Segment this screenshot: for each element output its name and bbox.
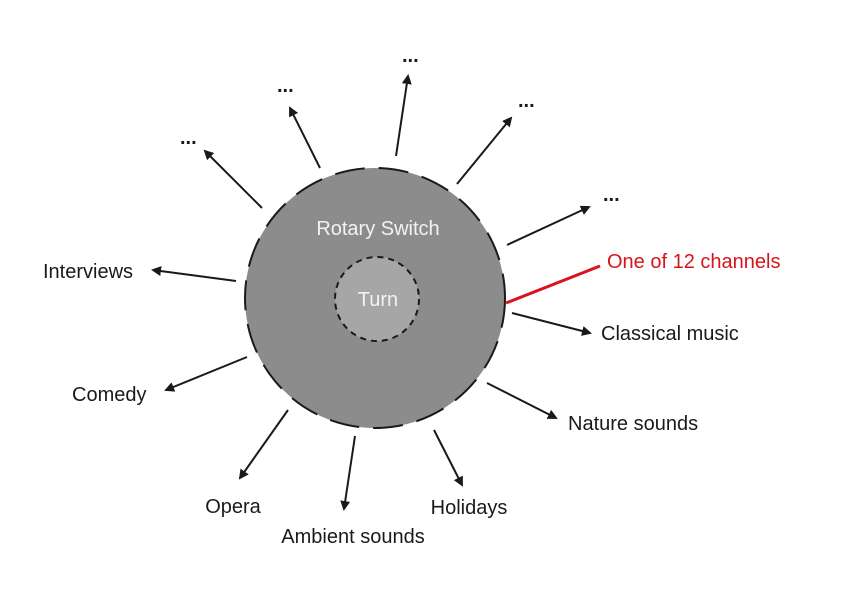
arrow-more-5 bbox=[506, 205, 591, 246]
channel-label-holidays: Holidays bbox=[431, 497, 508, 519]
channel-label-classical: Classical music bbox=[601, 323, 739, 345]
channel-label-comedy: Comedy bbox=[72, 384, 146, 406]
arrow-classical bbox=[511, 312, 592, 336]
channel-label-nature: Nature sounds bbox=[568, 413, 698, 435]
channel-label-more-4: ... bbox=[518, 90, 535, 112]
arrow-nature bbox=[486, 382, 558, 419]
arrow-more-4 bbox=[456, 116, 513, 185]
channel-label-interviews: Interviews bbox=[43, 261, 133, 283]
arrow-more-1 bbox=[203, 149, 263, 209]
arrow-more-3 bbox=[395, 74, 412, 157]
arrow-interviews bbox=[151, 266, 237, 282]
channel-label-more-3: ... bbox=[402, 45, 419, 67]
arrow-more-2 bbox=[289, 106, 321, 169]
turn-knob[interactable] bbox=[334, 256, 420, 342]
channel-label-opera: Opera bbox=[205, 496, 261, 518]
channel-label-more-5: ... bbox=[603, 184, 620, 206]
callout-line bbox=[505, 264, 601, 305]
arrow-ambient bbox=[340, 435, 356, 511]
channel-arrows bbox=[151, 74, 592, 511]
channel-label-more-1: ... bbox=[180, 127, 197, 149]
switch-title: Rotary Switch bbox=[316, 218, 439, 240]
arrow-comedy bbox=[164, 356, 248, 392]
channel-label-more-2: ... bbox=[277, 75, 294, 97]
knob-label: Turn bbox=[358, 289, 398, 311]
arrow-opera bbox=[238, 409, 289, 480]
channel-label-ambient: Ambient sounds bbox=[281, 526, 424, 548]
arrow-holidays bbox=[433, 429, 463, 487]
callout-label: One of 12 channels bbox=[607, 251, 780, 273]
